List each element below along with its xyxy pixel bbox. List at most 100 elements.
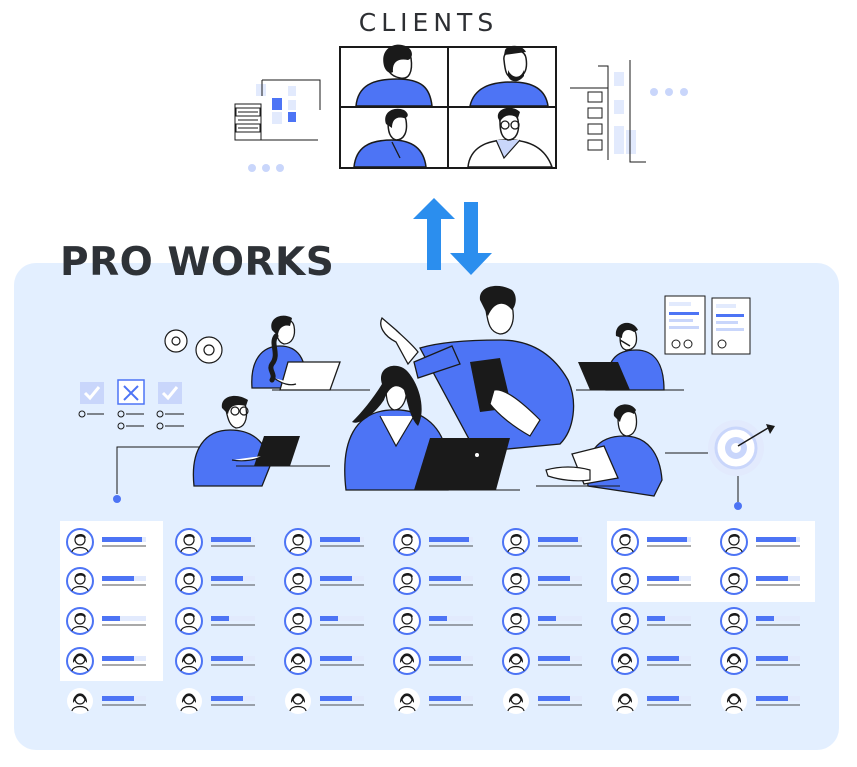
- progress-fill: [102, 656, 134, 661]
- client-tile-3: [353, 108, 427, 168]
- roster-item: [720, 607, 800, 635]
- gears-icon: [164, 329, 223, 364]
- documents-icon: [664, 295, 751, 355]
- roster-highlight-right: [607, 521, 815, 602]
- progress-track: [756, 616, 800, 621]
- progress-fill: [320, 696, 352, 701]
- progress-fill: [538, 656, 570, 661]
- progress-fill: [102, 616, 120, 621]
- roster-item: [175, 607, 255, 635]
- building-left-icon: [234, 79, 321, 172]
- progress-fill: [429, 656, 461, 661]
- progress-track: [429, 616, 473, 621]
- connector-left: [113, 446, 200, 503]
- roster-item: [720, 528, 800, 556]
- progress-fill: [647, 537, 687, 542]
- progress-fill: [429, 696, 461, 701]
- roster-item: [66, 567, 146, 595]
- roster-item: [393, 528, 473, 556]
- progress-fill: [211, 537, 251, 542]
- roster-item: [175, 528, 255, 556]
- clients-title: CLIENTS: [358, 8, 499, 37]
- worker-pointing: [380, 285, 575, 453]
- roster-item: [502, 528, 582, 556]
- progress-fill: [429, 616, 447, 621]
- team-roster: [60, 521, 815, 714]
- roster-item: [175, 647, 255, 675]
- roster-item: [393, 607, 473, 635]
- client-tile-1: [355, 44, 433, 107]
- progress-track: [647, 616, 691, 621]
- roster-item: [66, 528, 146, 556]
- roster-item: [393, 567, 473, 595]
- progress-track: [538, 616, 582, 621]
- progress-fill: [211, 616, 229, 621]
- worker-braid: [251, 315, 370, 391]
- progress-fill: [320, 656, 352, 661]
- progress-fill: [538, 576, 570, 581]
- roster-item: [66, 607, 146, 635]
- progress-fill: [647, 656, 679, 661]
- roster-item: [502, 647, 582, 675]
- progress-fill: [756, 696, 788, 701]
- roster-item: [503, 688, 582, 714]
- roster-item: [612, 688, 691, 714]
- roster-item: [502, 607, 582, 635]
- roster-item: [176, 688, 255, 714]
- video-call-grid: [339, 44, 557, 169]
- progress-fill: [756, 576, 788, 581]
- roster-item: [720, 567, 800, 595]
- exchange-arrows-icon: [413, 198, 492, 275]
- progress-fill: [320, 576, 352, 581]
- progress-fill: [211, 576, 243, 581]
- progress-fill: [102, 576, 134, 581]
- progress-track: [320, 616, 364, 621]
- roster-item: [284, 607, 364, 635]
- roster-item: [394, 688, 473, 714]
- roster-item: [284, 528, 364, 556]
- progress-fill: [538, 616, 556, 621]
- pro-works-title: PRO WORKS: [60, 240, 335, 285]
- roster-item: [285, 688, 364, 714]
- progress-fill: [320, 537, 360, 542]
- worker-glasses: [192, 395, 330, 487]
- client-tile-2: [469, 45, 549, 107]
- progress-fill: [647, 696, 679, 701]
- roster-item: [721, 688, 800, 714]
- roster-item: [611, 647, 691, 675]
- progress-fill: [429, 537, 469, 542]
- progress-fill: [647, 616, 665, 621]
- progress-fill: [320, 616, 338, 621]
- worker-headset: [576, 322, 684, 391]
- progress-track: [102, 616, 146, 621]
- progress-fill: [756, 616, 774, 621]
- progress-fill: [756, 537, 796, 542]
- progress-fill: [756, 656, 788, 661]
- task-checklist-icon: [78, 379, 184, 430]
- progress-fill: [102, 696, 134, 701]
- roster-item: [393, 647, 473, 675]
- roster-item: [502, 567, 582, 595]
- roster-item: [720, 647, 800, 675]
- progress-fill: [211, 696, 243, 701]
- roster-item: [284, 647, 364, 675]
- progress-fill: [538, 696, 570, 701]
- roster-item: [284, 567, 364, 595]
- progress-track: [211, 616, 255, 621]
- progress-fill: [538, 537, 578, 542]
- target-icon: [665, 420, 775, 510]
- roster-item: [611, 567, 691, 595]
- client-tile-4: [467, 107, 554, 168]
- progress-fill: [102, 537, 142, 542]
- progress-fill: [211, 656, 243, 661]
- building-right-icon: [570, 60, 688, 163]
- roster-item: [611, 607, 691, 635]
- roster-item: [66, 647, 146, 675]
- worker-woman-laptop: [344, 365, 520, 491]
- roster-item: [611, 528, 691, 556]
- roster-item: [175, 567, 255, 595]
- roster-item: [67, 688, 146, 714]
- progress-fill: [647, 576, 679, 581]
- progress-fill: [429, 576, 461, 581]
